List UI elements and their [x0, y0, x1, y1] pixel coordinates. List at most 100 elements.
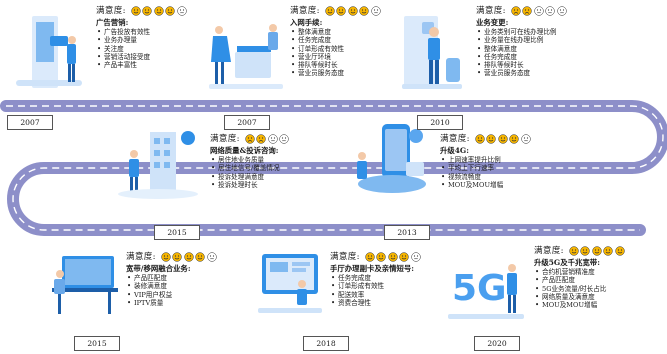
- stage-title: 手厅办理副卡及亲情短号:: [330, 264, 415, 273]
- satisfaction-faces: [569, 246, 625, 256]
- satisfaction-row: 满意度:: [440, 134, 570, 144]
- satisfaction-row: 满意度:: [476, 6, 626, 16]
- satisfaction-label: 满意度:: [476, 5, 506, 16]
- year-label: 2020: [474, 336, 520, 351]
- metric-item: MOU及MOU增幅: [535, 301, 659, 309]
- metric-list: 整体满意度 任务完成度 订单形成有效性 营业厅环境 排队等候时长 营业员服务态度: [290, 28, 400, 77]
- stage5-illustration: [357, 124, 426, 193]
- happy-face-icon: [131, 6, 141, 16]
- sad-face-icon: [245, 134, 255, 144]
- metric-item: 整体满意度: [291, 28, 400, 36]
- happy-face-icon: [399, 252, 410, 262]
- satisfaction-row: 满意度:: [330, 252, 450, 262]
- metric-item: 业务量在线办理比例: [477, 36, 626, 44]
- metric-item: 上网速率提升比例: [441, 156, 570, 164]
- happy-face-icon: [172, 252, 183, 262]
- satisfaction-label: 满意度:: [440, 133, 470, 144]
- metric-item: 任务完成度: [477, 53, 626, 61]
- satisfaction-faces: [131, 6, 187, 16]
- satisfaction-faces: [245, 134, 290, 144]
- happy-face-icon: [509, 134, 520, 144]
- metric-list: 合约机营销精准度 产品匹配度 5G业务流量/时长占比 网络质量及满意度 MOU及…: [534, 268, 659, 309]
- year-label: 2015: [74, 336, 120, 351]
- stage4-illustration: [118, 131, 198, 199]
- metric-item: 产品匹配度: [127, 274, 246, 282]
- metric-list: 任务完成度 订单形成有效性 配送效率 资费合理性: [330, 274, 450, 307]
- satisfaction-row: 满意度:: [126, 252, 246, 262]
- metric-item: 居住地业务质量: [211, 156, 340, 164]
- metric-item: 配送效率: [331, 291, 450, 299]
- metric-item: 排队等候时长: [477, 61, 626, 69]
- metric-item: 订单形成有效性: [291, 45, 400, 53]
- neutral-face-icon: [557, 6, 567, 16]
- satisfaction-label: 满意度:: [534, 245, 564, 256]
- year-label: 2015: [154, 225, 200, 240]
- sad-face-icon: [522, 6, 533, 16]
- neutral-face-icon: [521, 134, 531, 144]
- metric-item: 网络质量及满意度: [535, 293, 659, 301]
- metric-item: 产品匹配度: [535, 276, 659, 284]
- happy-face-icon: [580, 246, 591, 256]
- satisfaction-row: 满意度:: [290, 6, 400, 16]
- happy-face-icon: [142, 6, 153, 16]
- metric-item: 产品丰富性: [97, 61, 206, 69]
- stage-title: 广告营销:: [96, 18, 129, 27]
- stage-card: 满意度: 业务变更: 业务类别可在线办理比例 业务量在线办理比例 整体满意度 任…: [476, 6, 626, 78]
- sad-face-icon: [511, 6, 521, 16]
- stage8-illustration: 5G: [448, 264, 524, 319]
- metric-item: 营业员服务态度: [291, 69, 400, 77]
- happy-face-icon: [603, 246, 614, 256]
- svg-text:5G: 5G: [452, 268, 507, 309]
- satisfaction-row: 满意度:: [534, 246, 659, 256]
- metric-list: 业务类别可在线办理比例 业务量在线办理比例 整体满意度 任务完成度 排队等候时长…: [476, 28, 626, 77]
- metric-item: 合约机营销精准度: [535, 268, 659, 276]
- metric-item: 营业厅环境: [291, 53, 400, 61]
- neutral-face-icon: [545, 6, 556, 16]
- year-label: 2007: [224, 115, 270, 130]
- stage-card: 满意度: 手厅办理副卡及亲情短号: 任务完成度 订单形成有效性 配送效率 资费合…: [330, 252, 450, 307]
- metric-item: 整体满意度: [477, 45, 626, 53]
- neutral-face-icon: [207, 252, 217, 262]
- satisfaction-label: 满意度:: [96, 5, 126, 16]
- happy-face-icon: [336, 6, 347, 16]
- happy-face-icon: [359, 6, 370, 16]
- happy-face-icon: [376, 252, 387, 262]
- satisfaction-label: 满意度:: [330, 251, 360, 262]
- happy-face-icon: [569, 246, 579, 256]
- metric-item: 业务类别可在线办理比例: [477, 28, 626, 36]
- year-label: 2007: [7, 115, 53, 130]
- metric-list: 产品匹配度 装修满意度 VIP用户权益 IPTV质量: [126, 274, 246, 307]
- happy-face-icon: [161, 252, 171, 262]
- stage-title: 业务变更:: [476, 18, 509, 27]
- happy-face-icon: [592, 246, 602, 256]
- stage-title: 宽带/移网融合业务:: [126, 264, 191, 273]
- happy-face-icon: [195, 252, 206, 262]
- metric-item: 5G业务流量/时长占比: [535, 285, 659, 293]
- metric-item: 广告投放有效性: [97, 28, 206, 36]
- stage-card: 满意度: 广告营销: 广告投放有效性 业务办理量 关注度 营销活动接受度 产品丰…: [96, 6, 206, 69]
- metric-item: 平均上下行速率: [441, 164, 570, 172]
- stage-title: 网络质量&投诉咨询:: [210, 146, 279, 155]
- satisfaction-label: 满意度:: [290, 5, 320, 16]
- happy-face-icon: [325, 6, 335, 16]
- stage6-illustration: [52, 256, 118, 314]
- satisfaction-label: 满意度:: [126, 251, 156, 262]
- metric-list: 上网速率提升比例 平均上下行速率 视频流畅度 MOU及MOU增幅: [440, 156, 570, 189]
- year-label: 2010: [417, 115, 463, 130]
- neutral-face-icon: [534, 6, 544, 16]
- stage-title: 升级4G:: [440, 146, 469, 155]
- metric-item: 营业员服务态度: [477, 69, 626, 77]
- metric-item: MOU及MOU增幅: [441, 181, 570, 189]
- metric-item: 视频流畅度: [441, 173, 570, 181]
- metric-item: 排队等候时长: [291, 61, 400, 69]
- metric-item: IPTV质量: [127, 299, 246, 307]
- happy-face-icon: [184, 252, 194, 262]
- stage2-illustration: [209, 24, 283, 89]
- neutral-face-icon: [371, 6, 381, 16]
- happy-face-icon: [388, 252, 398, 262]
- neutral-face-icon: [268, 134, 278, 144]
- metric-list: 广告投放有效性 业务办理量 关注度 营销活动接受度 产品丰富性: [96, 28, 206, 69]
- sad-face-icon: [256, 134, 267, 144]
- stage1-illustration: [16, 16, 82, 88]
- metric-item: 装修满意度: [127, 282, 246, 290]
